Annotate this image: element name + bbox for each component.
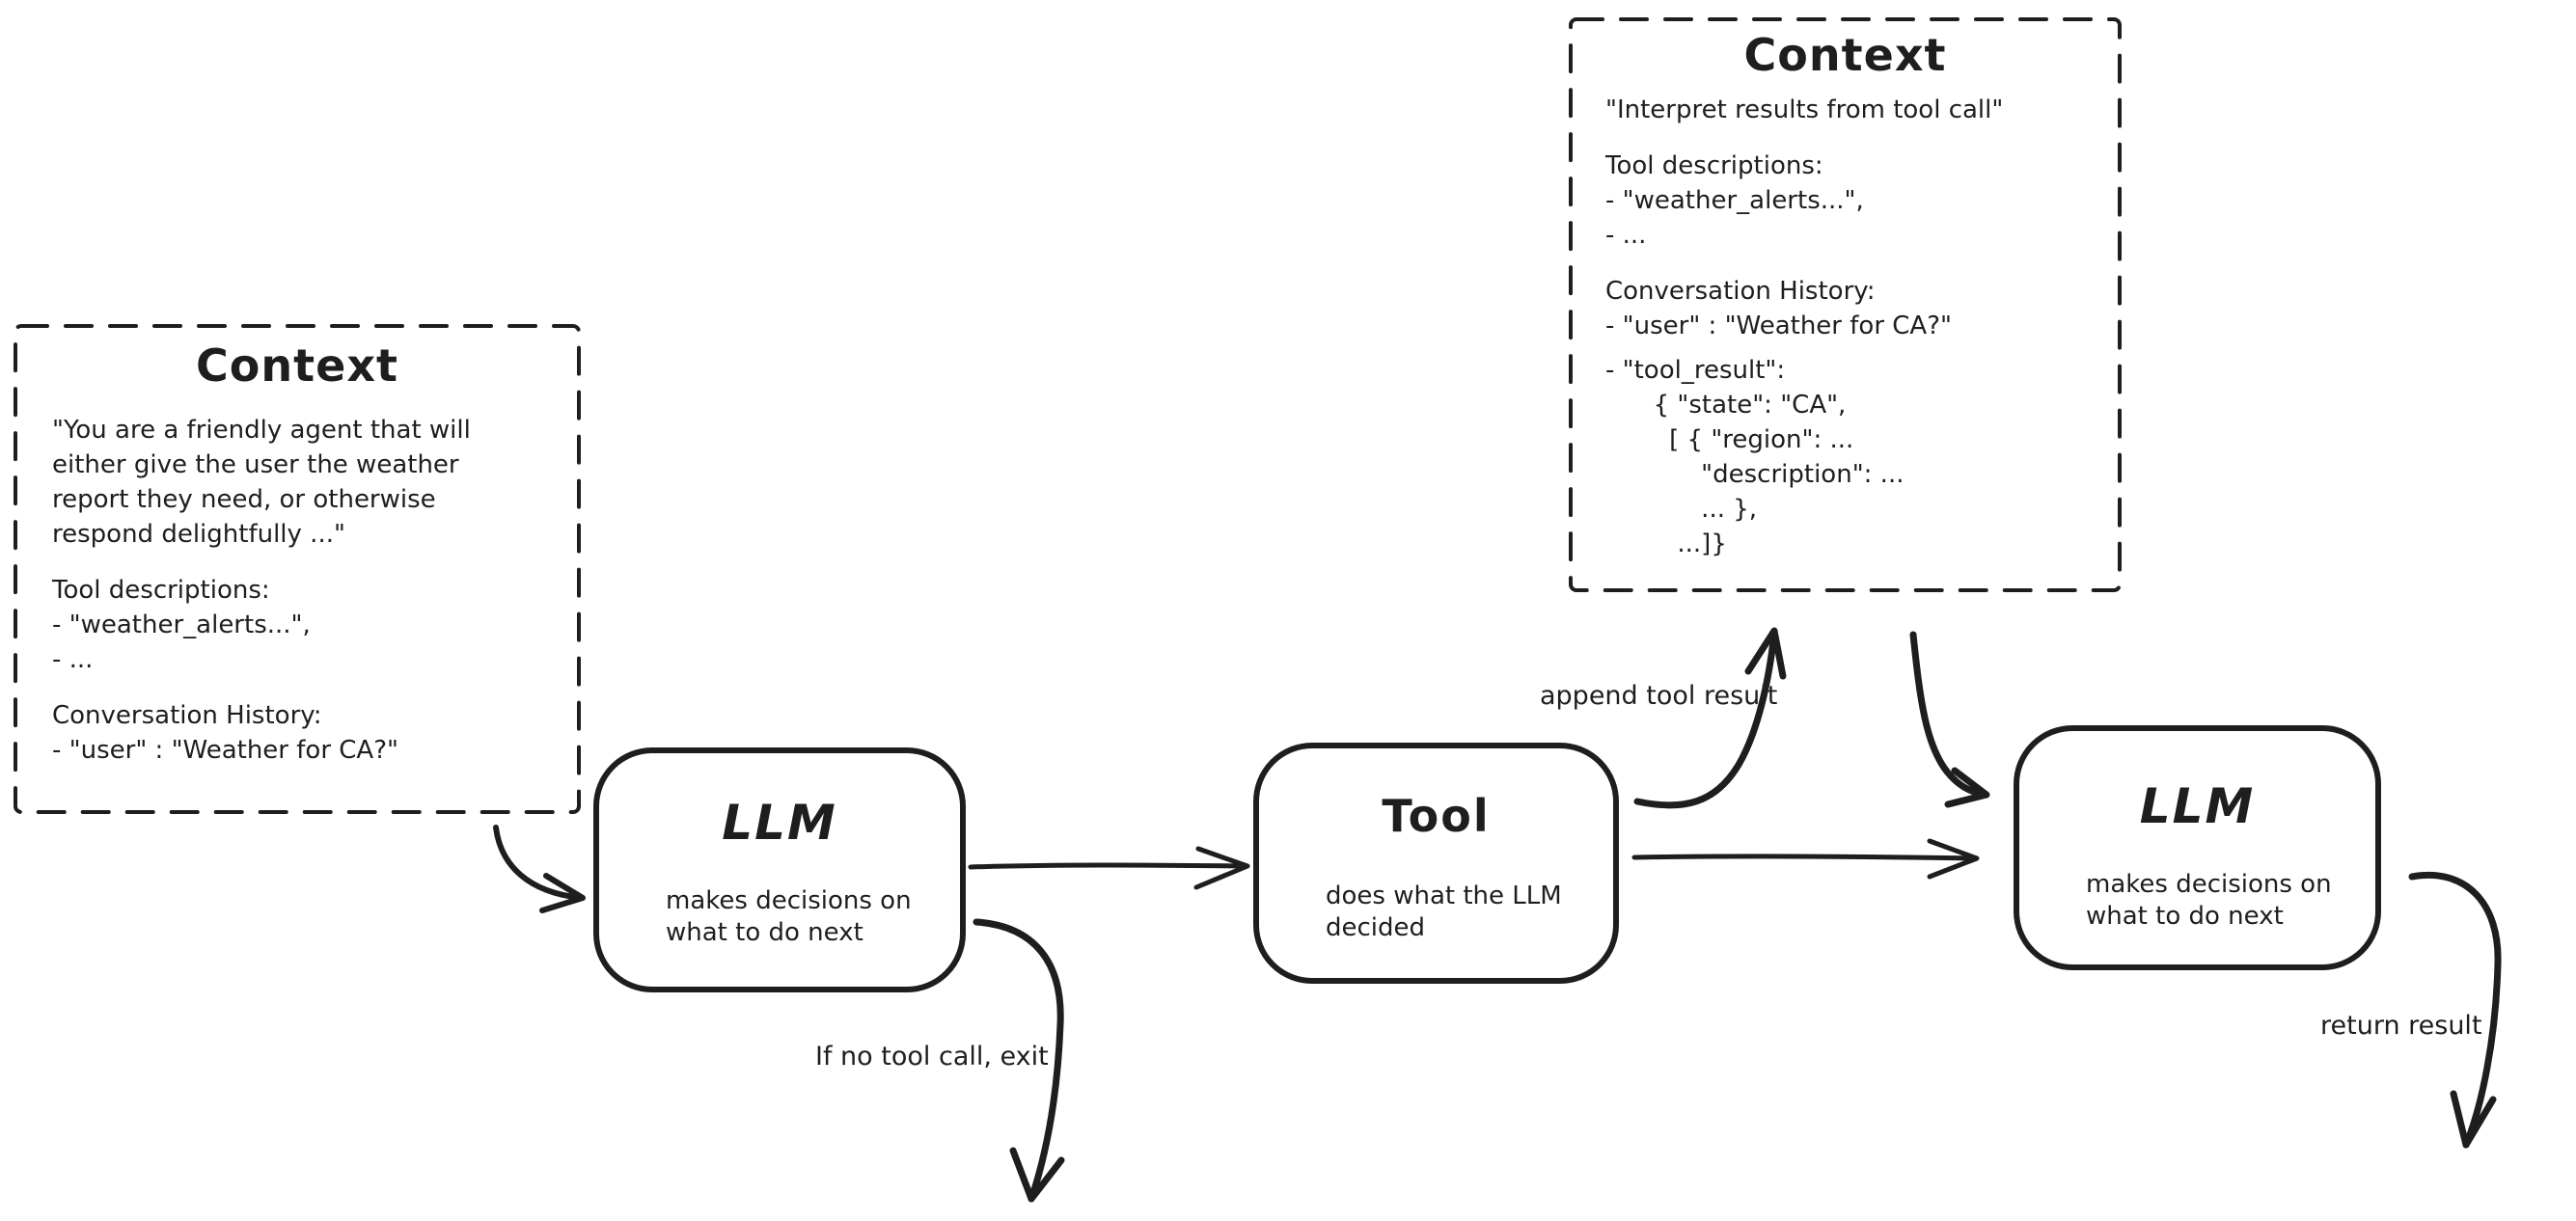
llm2-node: LLM makes decisions on what to do next [2016, 728, 2378, 967]
context1-box: Context "You are a friendly agent that w… [15, 326, 579, 812]
arrow-llm2-return [2408, 872, 2502, 1149]
tool-node: Tool does what the LLM decided [1256, 746, 1616, 981]
arrow-tool-to-llm2 [1631, 838, 1980, 880]
arrow-context2-to-llm2 [1909, 631, 1990, 808]
context2-instruction: "Interpret results from tool call" [1605, 95, 2004, 124]
arrow-llm1-to-tool [968, 846, 1250, 890]
context1-box-outline [14, 324, 581, 814]
tool-box-outline [1253, 743, 1619, 984]
context2-box-outline [1569, 17, 2122, 592]
context1-history-heading: Conversation History: [52, 701, 322, 730]
llm1-node: LLM makes decisions on what to do next [596, 750, 963, 990]
llm2-title: LLM [2139, 778, 2256, 834]
context2-tool-result: - "tool_result": { "state": "CA", [ { "r… [1605, 356, 1905, 558]
context1-title: Context [196, 339, 398, 392]
context1-history: - "user" : "Weather for CA?" [52, 736, 398, 765]
context2-history-heading: Conversation History: [1605, 277, 1876, 306]
context2-tools: - "weather_alerts...", - ... [1605, 186, 1864, 250]
tool-title: Tool [1382, 790, 1491, 842]
context1-system-prompt: "You are a friendly agent that will eith… [52, 416, 471, 549]
edge-label-return-result: return result [2320, 1011, 2482, 1041]
context2-history: - "user" : "Weather for CA?" [1605, 312, 1952, 340]
context2-tools-heading: Tool descriptions: [1605, 151, 1823, 180]
arrow-tool-to-context2 [1633, 627, 1787, 809]
edge-label-append-tool-result: append tool result [1540, 681, 1778, 711]
context1-tools: - "weather_alerts...", - ... [52, 610, 311, 674]
tool-desc: does what the LLM decided [1326, 882, 1562, 942]
arrow-llm1-exit [973, 918, 1065, 1203]
context2-box: Context "Interpret results from tool cal… [1571, 19, 2120, 590]
edge-label-if-no-tool-call-exit: If no tool call, exit [815, 1042, 1049, 1072]
llm1-title: LLM [722, 795, 837, 851]
context1-tools-heading: Tool descriptions: [52, 576, 270, 605]
llm2-desc: makes decisions on what to do next [2086, 870, 2332, 931]
llm1-box-outline [593, 747, 966, 992]
context2-title: Context [1743, 29, 1947, 81]
llm2-box-outline [2014, 725, 2381, 970]
arrow-context1-to-llm1 [493, 825, 586, 913]
llm1-desc: makes decisions on what to do next [666, 886, 912, 947]
